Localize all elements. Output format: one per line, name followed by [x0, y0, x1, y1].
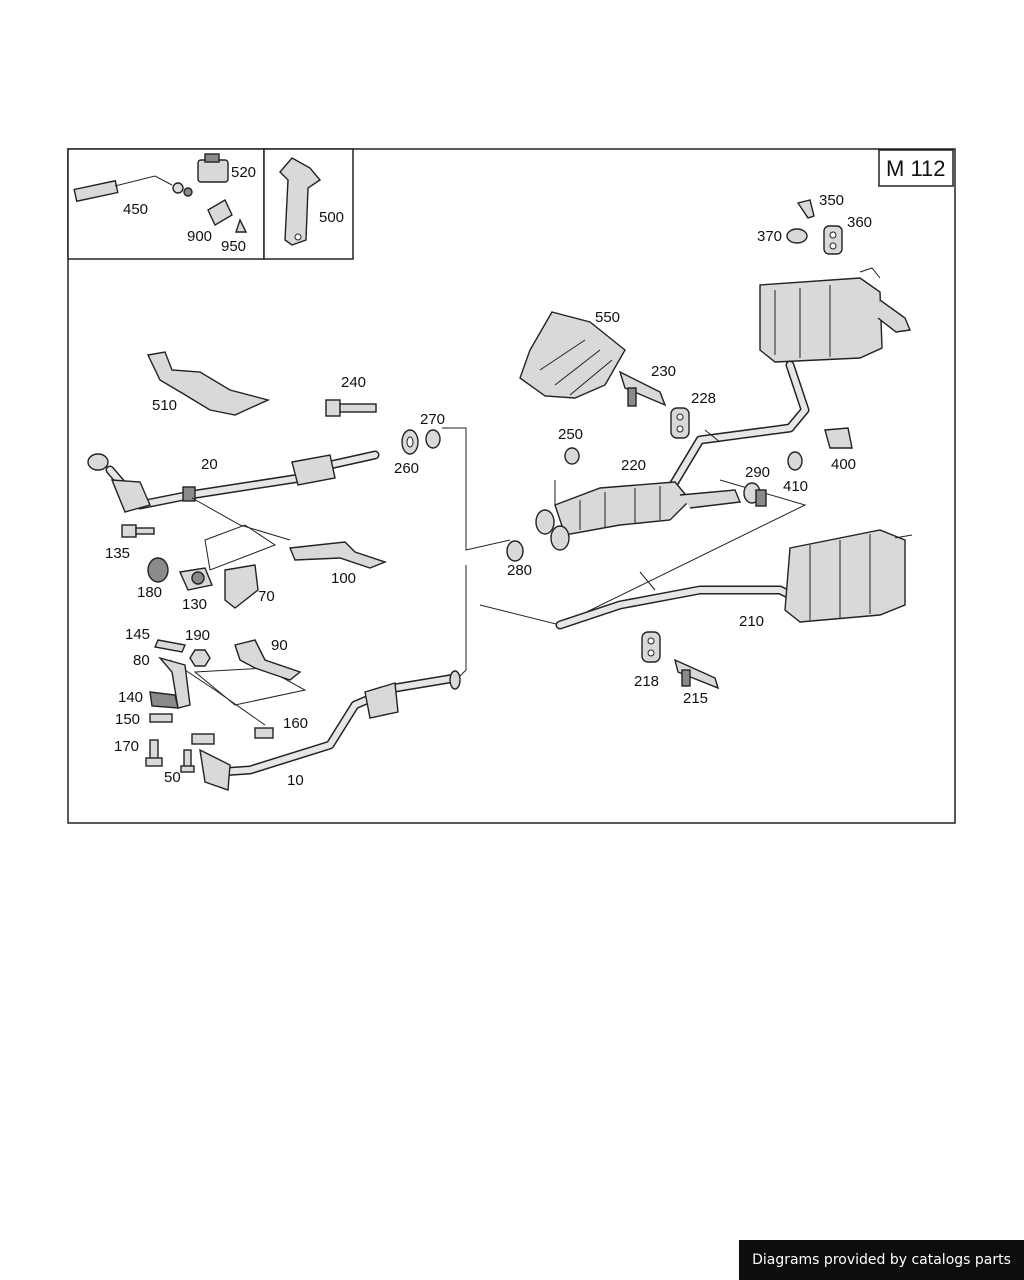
bracket-400-part	[824, 427, 853, 449]
callout-50: 50	[164, 769, 181, 786]
nut-250-part	[564, 447, 580, 465]
inset-box-sensor	[67, 148, 265, 260]
callout-230: 230	[651, 363, 676, 380]
callout-140: 140	[118, 689, 143, 706]
credit-banner: Diagrams provided by catalogs parts	[739, 1240, 1024, 1280]
callout-260: 260	[394, 460, 419, 477]
bracket-70-part	[224, 564, 259, 609]
callout-950: 950	[221, 238, 246, 255]
bolt-350-part	[796, 199, 815, 219]
callout-900: 900	[187, 228, 212, 245]
callout-90: 90	[271, 637, 288, 654]
front-pipe-20-part	[87, 450, 380, 513]
heat-shield-550-part	[519, 311, 626, 399]
gasket-260-part	[401, 429, 419, 455]
front-pipe-10-part	[191, 670, 461, 791]
ring-270-part	[425, 429, 441, 449]
callout-100: 100	[331, 570, 356, 587]
callout-450: 450	[123, 201, 148, 218]
callout-550: 550	[595, 309, 620, 326]
rubber-180-part	[147, 557, 169, 583]
rubber-mount-228-part	[670, 407, 690, 439]
bolt-240-part	[325, 399, 377, 417]
clip-900-part	[207, 199, 233, 226]
callout-370: 370	[757, 228, 782, 245]
bracket-500-part	[279, 157, 322, 246]
rubber-mount-218-part	[641, 631, 661, 663]
callout-510: 510	[152, 397, 177, 414]
bracket-215-part	[673, 658, 720, 690]
rear-muffler-upper-part	[759, 267, 911, 363]
callout-350: 350	[819, 192, 844, 209]
callout-160: 160	[283, 715, 308, 732]
inset-box-bracket	[263, 148, 354, 260]
callout-labels: 450 520 900 950 500 350 360 370 550 510 …	[105, 164, 872, 789]
callout-80: 80	[133, 652, 150, 669]
oxygen-sensor-part	[73, 175, 193, 203]
callout-170: 170	[114, 738, 139, 755]
clip-520-part	[197, 153, 229, 183]
callout-135: 135	[105, 545, 130, 562]
bracket-130-part	[178, 567, 213, 591]
bracket-90-part	[234, 639, 302, 681]
callout-130: 130	[182, 596, 207, 613]
rubber-mount-360-part	[823, 225, 843, 255]
callout-500: 500	[319, 209, 344, 226]
callout-10: 10	[287, 772, 304, 789]
nut-190-part	[189, 649, 211, 667]
engine-code-box	[878, 149, 954, 187]
mount-140-part	[149, 691, 179, 709]
bolt-135-part	[121, 524, 155, 538]
callout-190: 190	[185, 627, 210, 644]
callout-220: 220	[621, 457, 646, 474]
callout-150: 150	[115, 711, 140, 728]
diagram-frame	[67, 148, 956, 824]
bushing-370-part	[786, 228, 808, 244]
callout-270: 270	[420, 411, 445, 428]
rubber-410-part	[787, 451, 803, 471]
bracket-100-part	[288, 541, 388, 569]
ring-280-part	[506, 540, 524, 562]
callout-215: 215	[683, 690, 708, 707]
callout-70: 70	[258, 588, 275, 605]
clip-150-part	[149, 713, 173, 723]
callout-360: 360	[847, 214, 872, 231]
callout-410: 410	[783, 478, 808, 495]
callout-20: 20	[201, 456, 218, 473]
clamp-290-part	[743, 482, 767, 507]
callout-180: 180	[137, 584, 162, 601]
callout-240: 240	[341, 374, 366, 391]
callout-280: 280	[507, 562, 532, 579]
callout-218: 218	[634, 673, 659, 690]
bracket-230-part	[618, 370, 667, 407]
callout-250: 250	[558, 426, 583, 443]
clamp-160-part	[254, 727, 274, 739]
bolt-50-part	[180, 749, 195, 773]
callout-400: 400	[831, 456, 856, 473]
callout-145: 145	[125, 626, 150, 643]
callout-228: 228	[691, 390, 716, 407]
center-muffler-220-part	[535, 360, 810, 551]
gasket-145-part	[154, 639, 186, 653]
heat-shield-510-part	[146, 351, 271, 416]
rear-muffler-210-part	[555, 529, 913, 630]
engine-code: M 112	[886, 156, 946, 181]
callout-210: 210	[739, 613, 764, 630]
callout-290: 290	[745, 464, 770, 481]
callout-520: 520	[231, 164, 256, 181]
bracket-80-part	[157, 656, 191, 709]
bolt-170-part	[145, 739, 163, 767]
clip-950-part	[235, 218, 248, 233]
